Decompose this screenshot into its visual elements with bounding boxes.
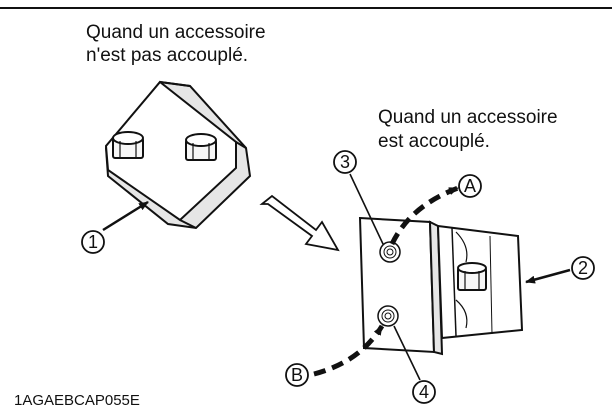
callout-3-label: 3 bbox=[340, 152, 350, 172]
callout-3: 3 bbox=[333, 150, 357, 174]
callout-2: 2 bbox=[571, 256, 595, 280]
leader-line-3 bbox=[349, 173, 384, 245]
coupled-valve-assembly bbox=[358, 216, 524, 356]
callout-B-label: B bbox=[291, 365, 303, 385]
port-lower bbox=[377, 305, 399, 327]
bolt-left-lower bbox=[185, 133, 217, 161]
leader-arrow-2 bbox=[525, 268, 571, 284]
flow-arrow-to-A bbox=[389, 185, 459, 246]
caption-not-coupled-line1: Quand un accessoire bbox=[86, 22, 266, 43]
caption-coupled-line1: Quand un accessoire bbox=[378, 107, 558, 128]
transition-arrow-icon bbox=[259, 194, 340, 252]
caption-coupled-line2: est accouplé. bbox=[378, 131, 490, 152]
callout-4-label: 4 bbox=[419, 382, 429, 402]
leader-line-4 bbox=[393, 325, 421, 381]
bolt-left-upper bbox=[112, 131, 144, 159]
leader-arrow-1 bbox=[102, 200, 149, 232]
callout-4: 4 bbox=[412, 380, 436, 404]
callout-A: A bbox=[458, 174, 482, 198]
caption-not-coupled-line2: n'est pas accouplé. bbox=[86, 45, 248, 66]
figure-code: 1AGAEBCAP055E bbox=[14, 392, 140, 409]
port-upper bbox=[379, 241, 401, 263]
uncoupled-valve-plate bbox=[104, 80, 252, 230]
callout-2-label: 2 bbox=[578, 258, 588, 278]
callout-A-label: A bbox=[464, 176, 476, 196]
flow-arrow-from-B bbox=[313, 324, 385, 377]
callout-1-label: 1 bbox=[88, 232, 98, 252]
callout-B: B bbox=[285, 363, 309, 387]
callout-1: 1 bbox=[81, 230, 105, 254]
